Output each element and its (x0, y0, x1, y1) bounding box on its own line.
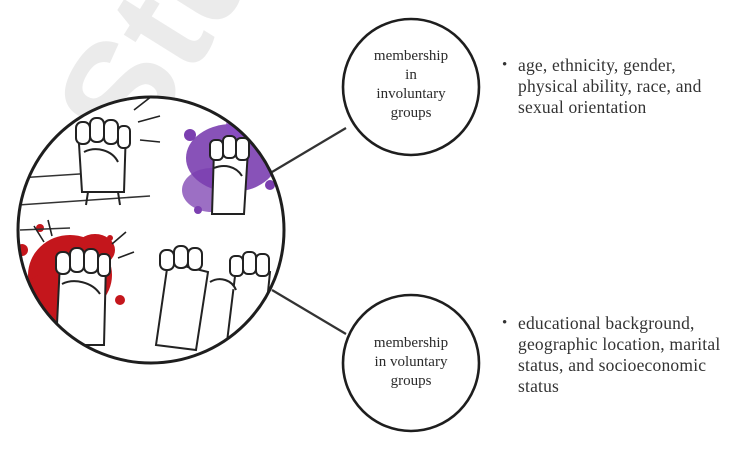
voluntary-label-line: in voluntary (351, 353, 471, 372)
involuntary-label-line: involuntary (351, 85, 471, 104)
voluntary-groups-label: membership in voluntary groups (351, 334, 471, 391)
involuntary-groups-label: membership in involuntary groups (351, 47, 471, 123)
involuntary-label-line: membership (351, 47, 471, 66)
voluntary-label-line: groups (351, 372, 471, 391)
raised-fists-illustration (10, 84, 300, 380)
involuntary-label-line: groups (351, 104, 471, 123)
list-item: age, ethnicity, gender, physical ability… (500, 55, 736, 118)
involuntary-examples-list: age, ethnicity, gender, physical ability… (500, 55, 736, 118)
list-item: educational background, geographic locat… (500, 313, 736, 397)
voluntary-label-line: membership (351, 334, 471, 353)
connector-involuntary (272, 128, 346, 172)
involuntary-label-line: in (351, 66, 471, 85)
voluntary-examples-list: educational background, geographic locat… (500, 313, 736, 397)
connector-voluntary (272, 290, 346, 334)
fist-top-right (210, 136, 249, 214)
